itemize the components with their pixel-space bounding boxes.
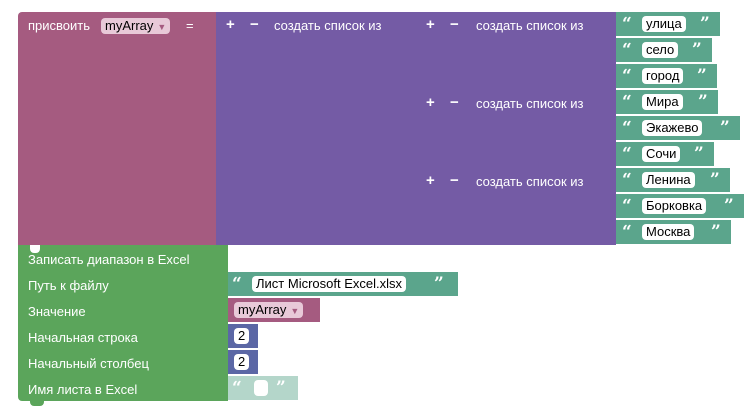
quote-open-icon: “ bbox=[622, 170, 632, 190]
list-label: создать список из bbox=[476, 96, 584, 111]
quote-open-icon: “ bbox=[232, 378, 242, 398]
text-block[interactable]: “ Борковка ” bbox=[616, 194, 744, 218]
excel-write-range-block[interactable]: Записать диапазон в Excel Путь к файлу З… bbox=[18, 245, 228, 401]
list-label: создать список из bbox=[476, 18, 584, 33]
quote-open-icon: “ bbox=[622, 14, 632, 34]
value-variable-name: myArray bbox=[238, 302, 287, 317]
value-variable-dropdown[interactable]: myArray▼ bbox=[234, 302, 304, 318]
quote-open-icon: “ bbox=[622, 144, 632, 164]
list-minus-icon[interactable]: − bbox=[450, 172, 459, 189]
start-row-number-block[interactable]: 2 bbox=[228, 324, 258, 348]
quote-open-icon: “ bbox=[622, 92, 632, 112]
text-value[interactable]: Москва bbox=[642, 224, 695, 240]
text-block[interactable]: “ город ” bbox=[616, 64, 717, 88]
text-value[interactable]: город bbox=[642, 68, 684, 84]
file-path-label: Путь к файлу bbox=[28, 278, 109, 293]
quote-open-icon: “ bbox=[622, 40, 632, 60]
dropdown-caret-icon: ▼ bbox=[290, 306, 300, 316]
quote-close-icon: ” bbox=[276, 378, 286, 398]
sheet-name-text-block[interactable]: “ ” bbox=[228, 376, 298, 400]
text-block[interactable]: “ Москва ” bbox=[616, 220, 731, 244]
quote-close-icon: ” bbox=[710, 170, 720, 190]
list-minus-icon[interactable]: − bbox=[450, 94, 459, 111]
quote-close-icon: ” bbox=[700, 14, 710, 34]
text-value[interactable]: Ленина bbox=[642, 172, 695, 188]
dropdown-caret-icon: ▼ bbox=[157, 22, 167, 32]
quote-close-icon: ” bbox=[711, 222, 721, 242]
assign-label: присвоить bbox=[28, 18, 91, 33]
block-notch bbox=[30, 245, 40, 253]
start-row-label: Начальная строка bbox=[28, 330, 138, 345]
quote-open-icon: “ bbox=[622, 222, 632, 242]
value-variable-block[interactable]: myArray▼ bbox=[228, 298, 320, 322]
text-block[interactable]: “ Сочи ” bbox=[616, 142, 714, 166]
list-create-block-1[interactable]: + − создать список из bbox=[416, 12, 616, 90]
quote-close-icon: ” bbox=[698, 92, 708, 112]
start-column-label: Начальный столбец bbox=[28, 356, 149, 371]
text-value[interactable]: Сочи bbox=[642, 146, 681, 162]
text-block[interactable]: “ Экажево ” bbox=[616, 116, 740, 140]
text-block[interactable]: “ улица ” bbox=[616, 12, 720, 36]
text-value[interactable]: Борковка bbox=[642, 198, 707, 214]
list-label: создать список из bbox=[476, 174, 584, 189]
quote-close-icon: ” bbox=[694, 144, 704, 164]
text-block[interactable]: “ Ленина ” bbox=[616, 168, 730, 192]
file-path-value[interactable]: Лист Microsoft Excel.xlsx bbox=[252, 276, 406, 292]
equals-sign: = bbox=[186, 18, 194, 33]
quote-close-icon: ” bbox=[692, 40, 702, 60]
text-block[interactable]: “ село ” bbox=[616, 38, 712, 62]
quote-close-icon: ” bbox=[720, 118, 730, 138]
quote-open-icon: “ bbox=[232, 274, 242, 294]
list-create-block-3[interactable]: + − создать список из bbox=[416, 168, 616, 245]
start-column-value[interactable]: 2 bbox=[234, 354, 250, 370]
list-plus-icon[interactable]: + bbox=[426, 16, 435, 33]
assign-block[interactable]: присвоить myArray▼ = bbox=[18, 12, 216, 245]
variable-name: myArray bbox=[105, 18, 154, 33]
list-minus-icon[interactable]: − bbox=[450, 16, 459, 33]
sheet-name-value[interactable] bbox=[254, 380, 268, 396]
start-row-value[interactable]: 2 bbox=[234, 328, 250, 344]
list-plus-icon[interactable]: + bbox=[426, 172, 435, 189]
text-value[interactable]: Экажево bbox=[642, 120, 703, 136]
quote-open-icon: “ bbox=[622, 196, 632, 216]
quote-open-icon: “ bbox=[622, 66, 632, 86]
quote-close-icon: ” bbox=[434, 274, 444, 294]
text-value[interactable]: село bbox=[642, 42, 679, 58]
list-plus-icon[interactable]: + bbox=[226, 16, 235, 33]
text-block[interactable]: “ Мира ” bbox=[616, 90, 718, 114]
quote-close-icon: ” bbox=[697, 66, 707, 86]
start-column-number-block[interactable]: 2 bbox=[228, 350, 258, 374]
quote-close-icon: ” bbox=[724, 196, 734, 216]
sheet-name-label: Имя листа в Excel bbox=[28, 382, 138, 397]
list-plus-icon[interactable]: + bbox=[426, 94, 435, 111]
variable-dropdown[interactable]: myArray▼ bbox=[101, 18, 171, 34]
file-path-text-block[interactable]: “ Лист Microsoft Excel.xlsx ” bbox=[228, 272, 458, 296]
list-minus-icon[interactable]: − bbox=[250, 16, 259, 33]
list-create-block-outer[interactable]: + − создать список из bbox=[216, 12, 416, 245]
text-value[interactable]: улица bbox=[642, 16, 686, 32]
value-label: Значение bbox=[28, 304, 86, 319]
quote-open-icon: “ bbox=[622, 118, 632, 138]
excel-block-title: Записать диапазон в Excel bbox=[28, 252, 190, 267]
block-bottom-tab bbox=[30, 401, 44, 406]
text-value[interactable]: Мира bbox=[642, 94, 683, 110]
list-label: создать список из bbox=[274, 18, 382, 33]
list-create-block-2[interactable]: + − создать список из bbox=[416, 90, 616, 168]
